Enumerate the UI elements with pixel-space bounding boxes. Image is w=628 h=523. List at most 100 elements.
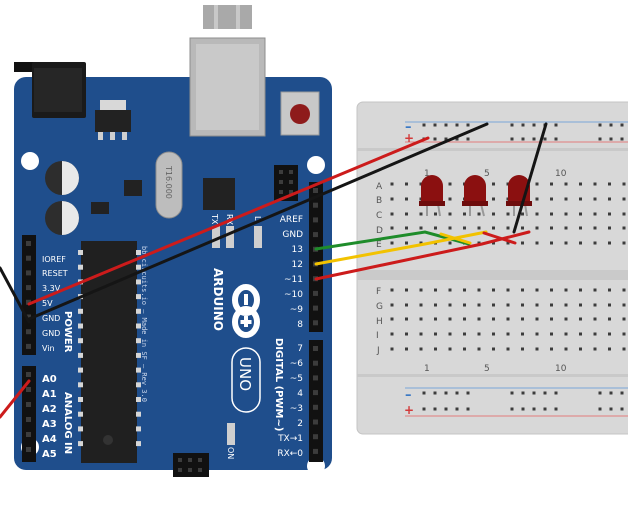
breadboard-hole xyxy=(564,317,568,321)
breadboard-hole xyxy=(550,226,553,230)
on-led xyxy=(227,423,235,445)
pin-label-6: ~6 xyxy=(290,359,304,369)
breadboard-hole xyxy=(535,226,539,230)
rail-divider-bottom xyxy=(357,374,628,377)
model-badge xyxy=(231,347,261,413)
rail-hole xyxy=(444,137,448,141)
breadboard-hole xyxy=(593,197,597,201)
breadboard-hole xyxy=(506,241,510,245)
power-pin-labels: IOREF RESET 3.3V 5V GND GND Vin POWER xyxy=(42,255,73,353)
rail-hole xyxy=(466,123,470,127)
digital-pin-labels: AREF GND 13 12 ~11 ~10 ~9 8 7 ~6 ~5 4 ~3… xyxy=(277,215,303,459)
breadboard-hole xyxy=(448,226,452,230)
breadboard-hole xyxy=(579,197,582,201)
breadboard-hole xyxy=(448,212,452,216)
pin-label-gnd-digital: GND xyxy=(282,230,303,240)
rail-hole xyxy=(466,137,470,141)
tx-label: TX xyxy=(210,213,219,225)
rail-hole xyxy=(455,407,459,411)
header-hole xyxy=(313,202,318,208)
breadboard-hole xyxy=(535,303,539,307)
col-number-top-10: 10 xyxy=(555,169,567,179)
col-number-top-1: 1 xyxy=(424,169,430,179)
breadboard-hole xyxy=(622,332,626,336)
breadboard-hole xyxy=(521,303,524,307)
breadboard-hole xyxy=(390,288,394,292)
breadboard-hole xyxy=(448,288,452,292)
breadboard-hole xyxy=(608,347,611,351)
breadboard-row-labels: A B C D E F G H I J xyxy=(376,182,383,356)
breadboard-hole xyxy=(390,226,394,230)
breadboard-hole xyxy=(608,241,611,245)
breadboard-hole xyxy=(390,332,394,336)
breadboard-hole xyxy=(622,303,626,307)
rail-hole xyxy=(455,391,459,395)
breadboard-hole xyxy=(419,303,423,307)
rail-plus-label-bottom: + xyxy=(404,403,414,417)
breadboard-hole xyxy=(477,303,481,307)
breadboard-hole xyxy=(492,347,495,351)
icsp-pin xyxy=(198,458,202,462)
rail-hole xyxy=(543,137,547,141)
row-label-a: A xyxy=(376,182,383,192)
pin-label-3: ~3 xyxy=(290,404,303,414)
header-hole xyxy=(313,448,318,454)
rail-hole xyxy=(554,407,558,411)
row-label-d: D xyxy=(376,226,383,236)
breadboard-hole xyxy=(477,241,481,245)
breadboard-hole xyxy=(564,226,568,230)
pin-label-a5: A5 xyxy=(42,449,57,460)
breadboard-hole xyxy=(622,317,626,321)
breadboard-hole xyxy=(405,303,408,307)
rail-hole xyxy=(510,137,514,141)
atmega-pin-left xyxy=(78,264,83,270)
breadboard-hole xyxy=(622,226,626,230)
pin-label-rx0: RX←0 xyxy=(277,449,303,459)
header-hole xyxy=(26,255,31,261)
header-hole xyxy=(313,305,318,311)
breadboard-hole xyxy=(535,288,539,292)
atmega-pin-right xyxy=(136,441,141,447)
breadboard-hole xyxy=(434,332,437,336)
rail-hole xyxy=(532,391,536,395)
breadboard-hole xyxy=(405,241,408,245)
breadboard-hole xyxy=(521,317,524,321)
atmega-pin-left xyxy=(78,308,83,314)
led-2 xyxy=(462,175,488,217)
rail-hole xyxy=(433,137,437,141)
wire-pin12-yellow xyxy=(314,230,488,266)
atmega-pin-left xyxy=(78,411,83,417)
rail-hole xyxy=(609,407,613,411)
icsp-pin xyxy=(279,180,283,184)
voltage-regulator xyxy=(95,110,131,132)
header-hole xyxy=(313,188,318,193)
reset-button-cap[interactable] xyxy=(290,104,310,124)
icsp-pin xyxy=(289,190,293,194)
breadboard-hole xyxy=(550,303,553,307)
row-label-i: I xyxy=(376,331,379,341)
header-hole xyxy=(313,232,318,238)
wire-gnd-offscreen xyxy=(0,266,31,324)
rail-hole xyxy=(609,137,613,141)
breadboard-hole xyxy=(608,226,611,230)
rail-hole xyxy=(444,391,448,395)
breadboard-hole xyxy=(390,241,394,245)
rail-hole xyxy=(466,407,470,411)
capacitor-1-stripe xyxy=(62,161,79,195)
rail-hole xyxy=(554,123,558,127)
breadboard-hole xyxy=(564,303,568,307)
breadboard-hole xyxy=(463,303,466,307)
breadboard-hole xyxy=(419,212,423,216)
pin-label-gnd-2: GND xyxy=(42,329,60,338)
atmega-pin-right xyxy=(136,279,141,285)
arduino-board: T16.000 TX RX L bb.circuits.io – Made in… xyxy=(14,5,332,477)
pin-label-a2: A2 xyxy=(42,404,57,415)
breadboard-hole xyxy=(390,347,394,351)
breadboard-hole xyxy=(564,197,568,201)
breadboard-hole xyxy=(550,182,553,186)
header-hole xyxy=(26,285,31,291)
mounting-hole-1 xyxy=(21,152,39,170)
center-channel xyxy=(357,270,628,280)
logo-loop-left xyxy=(232,284,260,316)
header-hole xyxy=(26,447,31,452)
